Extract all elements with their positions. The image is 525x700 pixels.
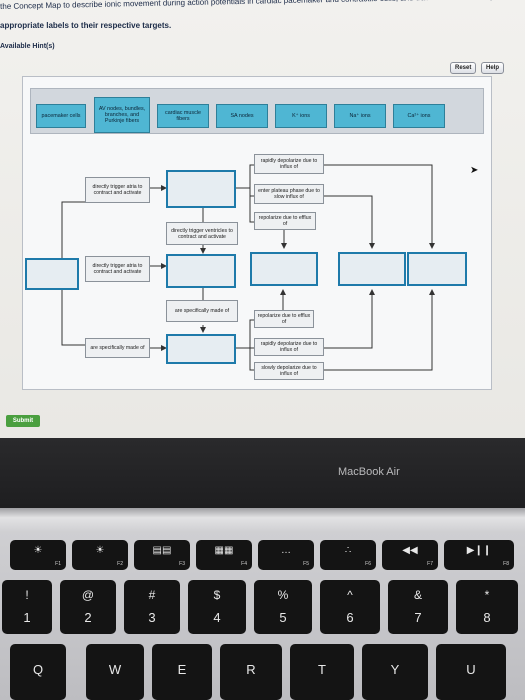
key-8[interactable]: * 8 — [456, 580, 518, 634]
map-label-are-specifically-made-of-2: are specifically made of — [85, 338, 150, 358]
instruction-line-2: appropriate labels to their respective t… — [0, 21, 172, 30]
key-3[interactable]: # 3 — [124, 580, 180, 634]
key-4[interactable]: $ 4 — [188, 580, 246, 634]
key-f3[interactable]: ▤▤ F3 — [134, 540, 190, 570]
brightness-up-icon: ☀ — [95, 545, 105, 556]
label-chip-k-ions[interactable]: K⁺ ions — [275, 104, 327, 128]
label-chip-pacemaker-cells[interactable]: pacemaker cells — [36, 104, 86, 128]
map-label-enter-plateau: enter plateau phase due to slow influx o… — [254, 184, 324, 204]
key-f1[interactable]: ☀ F1 — [10, 540, 66, 570]
laptop-hinge — [0, 508, 525, 532]
key-1[interactable]: ! 1 — [2, 580, 52, 634]
key-f7[interactable]: ◀◀ F7 — [382, 540, 438, 570]
key-2[interactable]: @ 2 — [60, 580, 116, 634]
drop-target-center[interactable] — [166, 254, 236, 288]
map-label-directly-trigger-ventricles: directly trigger ventricles to contract … — [166, 222, 238, 245]
play-pause-icon: ▶❙❙ — [466, 545, 492, 556]
brightness-down-icon: ☀ — [33, 545, 43, 556]
map-label-rapidly-depolarize-2: rapidly depolarize due to influx of — [254, 338, 324, 356]
key-u[interactable]: U — [436, 644, 506, 700]
brand-label: MacBook Air — [338, 466, 400, 478]
map-label-directly-trigger-atria-2: directly trigger atria to contract and a… — [85, 256, 150, 282]
mission-control-icon: ▤▤ — [152, 545, 172, 556]
key-w[interactable]: W — [86, 644, 144, 700]
key-f5[interactable]: … F5 — [258, 540, 314, 570]
key-5[interactable]: % 5 — [254, 580, 312, 634]
help-button[interactable]: Help — [481, 62, 505, 74]
label-chip-sa-nodes[interactable]: SA nodes — [216, 104, 268, 128]
key-f8[interactable]: ▶❙❙ F8 — [444, 540, 514, 570]
screen-bezel — [0, 438, 525, 508]
label-chip-ca-ions[interactable]: Ca²⁺ ions — [393, 104, 445, 128]
available-hints-link[interactable]: Available Hint(s) — [0, 43, 55, 50]
rewind-icon: ◀◀ — [402, 545, 418, 556]
key-q[interactable]: Q — [10, 644, 66, 700]
keyboard-light-up-icon: ∴ — [344, 545, 352, 556]
key-7[interactable]: & 7 — [388, 580, 448, 634]
mouse-cursor-icon: ➤ — [470, 165, 479, 176]
drop-target-lower-middle[interactable] — [166, 334, 236, 364]
key-y[interactable]: Y — [362, 644, 428, 700]
key-6[interactable]: ^ 6 — [320, 580, 380, 634]
map-label-slowly-depolarize: slowly depolarize due to influx of — [254, 362, 324, 380]
drop-target-right-2[interactable] — [338, 252, 406, 286]
key-f4[interactable]: ▦▦ F4 — [196, 540, 252, 570]
launchpad-icon: ▦▦ — [214, 545, 234, 556]
map-label-rapidly-depolarize: rapidly depolarize due to influx of — [254, 154, 324, 174]
label-chip-cardiac-muscle-fibers[interactable]: cardiac muscle fibers — [157, 104, 209, 128]
key-t[interactable]: T — [290, 644, 354, 700]
connector-lines — [61, 164, 435, 371]
drop-target-left[interactable] — [25, 258, 79, 290]
key-r[interactable]: R — [220, 644, 282, 700]
map-label-repolarize-1: repolarize due to efflux of — [254, 212, 316, 230]
map-label-repolarize-2: repolarize due to efflux of — [254, 310, 314, 328]
key-e[interactable]: E — [152, 644, 212, 700]
map-label-are-specifically-made-of-1: are specifically made of — [166, 300, 238, 322]
key-f6[interactable]: ∴ F6 — [320, 540, 376, 570]
label-chip-na-ions[interactable]: Na⁺ ions — [334, 104, 386, 128]
submit-button[interactable]: Submit — [6, 415, 40, 427]
map-label-directly-trigger-atria-1: directly trigger atria to contract and a… — [85, 177, 150, 203]
drop-target-right-1[interactable] — [250, 252, 318, 286]
drop-target-upper-middle[interactable] — [166, 170, 236, 208]
drop-target-right-3[interactable] — [407, 252, 467, 286]
reset-button[interactable]: Reset — [450, 62, 477, 74]
key-f2[interactable]: ☀ F2 — [72, 540, 128, 570]
keyboard-light-down-icon: … — [281, 545, 291, 556]
browser-screen: the Concept Map to describe ionic moveme… — [0, 0, 525, 438]
label-chip-av-nodes[interactable]: AV nodes, bundles, branches, and Purkinj… — [94, 97, 150, 133]
